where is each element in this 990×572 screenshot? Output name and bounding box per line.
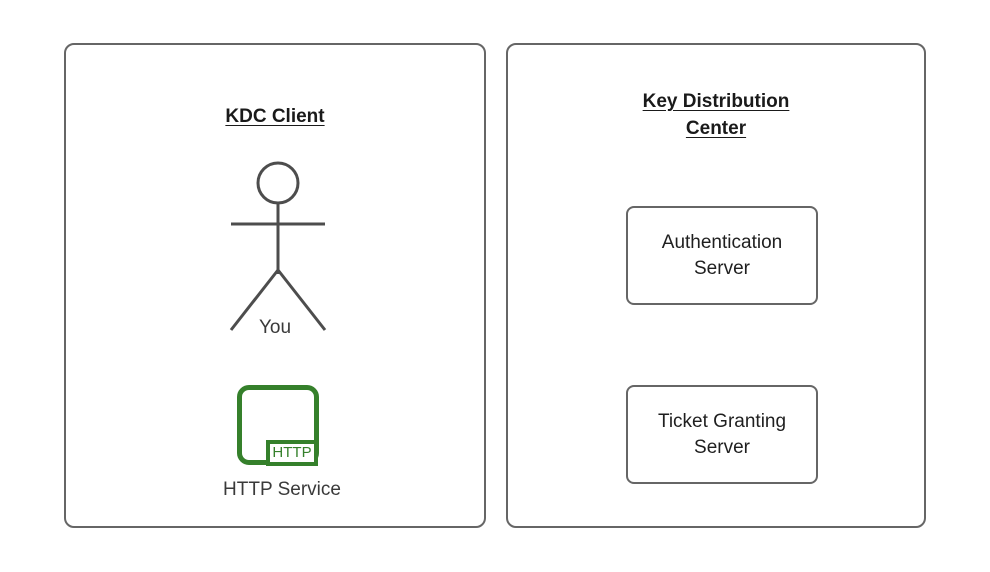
panel-kdc-client-title-line-1: KDC Client [225, 106, 325, 127]
panel-key-distribution-center: Key Distribution Center Authentication S… [506, 43, 926, 528]
authentication-server-label-line-2: Server [694, 257, 750, 279]
stick-figure-icon [213, 157, 343, 342]
panel-key-distribution-center-title: Key Distribution Center [508, 88, 924, 142]
http-service-label: HTTP Service [223, 479, 341, 500]
http-service-icon-badge: HTTP [266, 440, 318, 466]
authentication-server-label-line-1: Authentication [661, 231, 783, 253]
panel-kdc-title-line-2: Center [685, 118, 747, 139]
stick-figure-label: You [258, 317, 292, 338]
authentication-server-label: Authentication Server [662, 230, 782, 282]
ticket-granting-server-label-line-1: Ticket Granting [657, 410, 787, 432]
node-authentication-server: Authentication Server [626, 206, 818, 305]
ticket-granting-server-label: Ticket Granting Server [658, 409, 786, 461]
panel-kdc-title-line-1: Key Distribution [642, 91, 790, 112]
http-service-icon: HTTP HTTP Service [223, 385, 341, 500]
panel-kdc-client: KDC Client You HTTP HTTP Service [64, 43, 486, 528]
ticket-granting-server-label-line-2: Server [694, 436, 750, 458]
panel-kdc-client-title: KDC Client [66, 103, 484, 130]
node-ticket-granting-server: Ticket Granting Server [626, 385, 818, 484]
